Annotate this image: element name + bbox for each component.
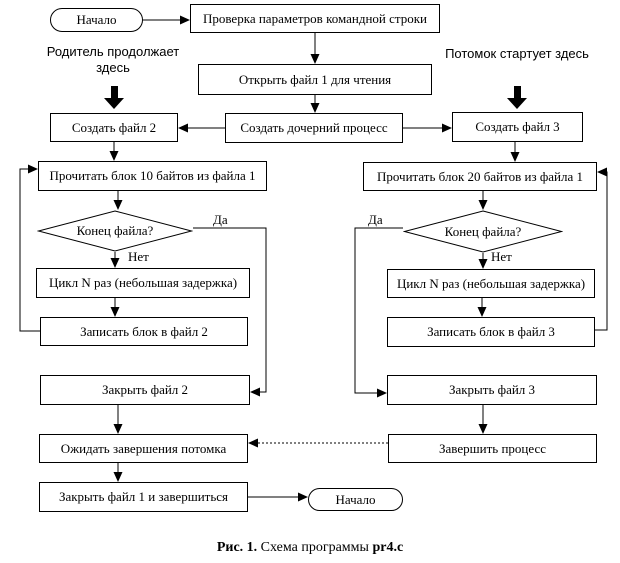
node-create-file3: Создать файл 3 bbox=[452, 112, 583, 142]
node-open-file1: Открыть файл 1 для чтения bbox=[198, 64, 432, 95]
diamond-shape bbox=[37, 210, 193, 252]
node-wait-for-child: Ожидать завершения потомка bbox=[39, 434, 248, 463]
node-close-file3: Закрыть файл 3 bbox=[387, 375, 597, 405]
annotation-child-starts: Потомок стартует здесь bbox=[445, 46, 589, 61]
edge-eof-left-yes bbox=[193, 227, 267, 397]
child-entry-arrow-icon bbox=[506, 86, 528, 109]
edge-write3-loopback bbox=[595, 167, 608, 331]
edge-label-yes-left: Да bbox=[213, 212, 228, 227]
node-check-params: Проверка параметров командной строки bbox=[190, 4, 440, 33]
edge-label-no-right: Нет bbox=[491, 249, 512, 264]
edge-label-no-left: Нет bbox=[128, 249, 149, 264]
node-terminate-process: Завершить процесс bbox=[388, 434, 597, 463]
node-fork-child-process: Создать дочерний процесс bbox=[225, 113, 403, 143]
node-close-file2: Закрыть файл 2 bbox=[40, 375, 250, 405]
edge-eof-right-yes bbox=[354, 227, 403, 398]
decision-eof-right-label: Конец файла? bbox=[444, 223, 522, 239]
decision-eof-left: Конец файла? bbox=[37, 210, 193, 252]
node-read-10-bytes: Прочитать блок 10 байтов из файла 1 bbox=[38, 161, 267, 191]
terminator-start: Начало bbox=[50, 8, 143, 32]
decision-eof-right: Конец файла? bbox=[403, 210, 563, 253]
node-loop-n-times-left: Цикл N раз (небольшая задержка) bbox=[36, 268, 250, 298]
node-create-file2: Создать файл 2 bbox=[50, 113, 178, 142]
annotation-parent-continues: Родитель продолжает здесь bbox=[46, 44, 180, 75]
node-loop-n-times-right: Цикл N раз (небольшая задержка) bbox=[387, 269, 595, 298]
caption-program-name: pr4.c bbox=[372, 540, 404, 555]
node-close-file1-exit: Закрыть файл 1 и завершиться bbox=[39, 482, 248, 512]
figure-caption: Рис. 1. Схема программы pr4.c bbox=[0, 540, 620, 556]
parent-entry-arrow-icon bbox=[103, 86, 125, 109]
edge-label-yes-right: Да bbox=[368, 212, 383, 227]
caption-figure-number: Рис. 1. bbox=[216, 540, 258, 555]
terminator-end: Начало bbox=[308, 488, 403, 511]
caption-text: Схема программы bbox=[257, 540, 373, 555]
decision-eof-left-label: Конец файла? bbox=[76, 223, 154, 238]
node-read-20-bytes: Прочитать блок 20 байтов из файла 1 bbox=[363, 162, 597, 191]
diamond-shape bbox=[403, 210, 563, 253]
node-write-block-file2: Записать блок в файл 2 bbox=[40, 317, 248, 346]
node-write-block-file3: Записать блок в файл 3 bbox=[387, 317, 595, 347]
